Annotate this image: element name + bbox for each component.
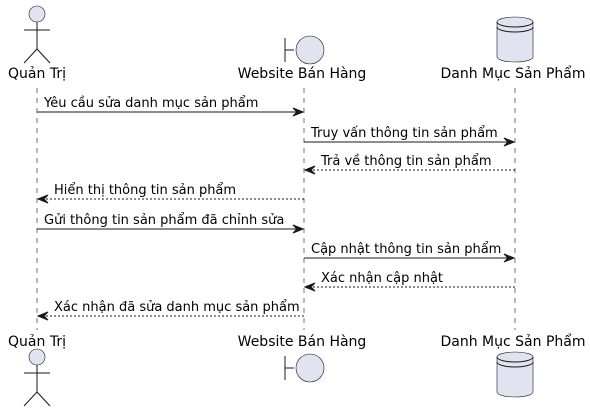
message-1: Yêu cầu sửa danh mục sản phẩm [37, 96, 305, 117]
participant-label-admin-top: Quản Trị [8, 66, 66, 82]
boundary-icon-top [284, 35, 325, 65]
message-3: Trả về thông tin sản phẩm [303, 154, 515, 175]
message-4: Hiển thị thông tin sản phẩm [36, 183, 304, 204]
arrowhead-icon [36, 311, 49, 321]
database-icon-bottom [496, 351, 534, 398]
message-6: Cập nhật thông tin sản phẩm [304, 242, 516, 263]
participant-label-website-top: Website Bán Hàng [238, 66, 367, 82]
message-label: Xác nhận cập nhật [321, 271, 443, 286]
actor-icon-bottom [23, 348, 51, 407]
participant-label-website-bottom: Website Bán Hàng [238, 334, 367, 350]
message-label: Yêu cầu sửa danh mục sản phẩm [43, 96, 258, 111]
message-label: Xác nhận đã sửa danh mục sản phẩm [54, 300, 300, 315]
message-5: Gửi thông tin sản phẩm đã chỉnh sửa [37, 213, 305, 234]
message-label: Hiển thị thông tin sản phẩm [54, 183, 236, 198]
arrowhead-icon [292, 107, 305, 117]
participant-label-catalog-bottom: Danh Mục Sản Phẩm [441, 333, 586, 350]
arrowhead-icon [36, 194, 49, 204]
arrowhead-icon [303, 282, 316, 292]
message-2: Truy vấn thông tin sản phẩm [304, 126, 516, 147]
arrowhead-icon [503, 137, 516, 147]
arrowhead-icon [303, 165, 316, 175]
boundary-icon-bottom [284, 353, 325, 383]
actor-icon-top [23, 5, 51, 64]
message-8: Xác nhận đã sửa danh mục sản phẩm [36, 300, 304, 321]
message-label: Trả về thông tin sản phẩm [320, 154, 492, 169]
message-label: Cập nhật thông tin sản phẩm [311, 242, 501, 257]
message-label: Truy vấn thông tin sản phẩm [310, 126, 498, 141]
participant-label-catalog-top: Danh Mục Sản Phẩm [441, 65, 586, 82]
participant-label-admin-bottom: Quản Trị [8, 334, 66, 350]
arrowhead-icon [503, 253, 516, 263]
arrowhead-icon [292, 224, 305, 234]
database-icon-top [496, 16, 534, 63]
message-label: Gửi thông tin sản phẩm đã chỉnh sửa [44, 213, 284, 228]
message-7: Xác nhận cập nhật [303, 271, 515, 292]
